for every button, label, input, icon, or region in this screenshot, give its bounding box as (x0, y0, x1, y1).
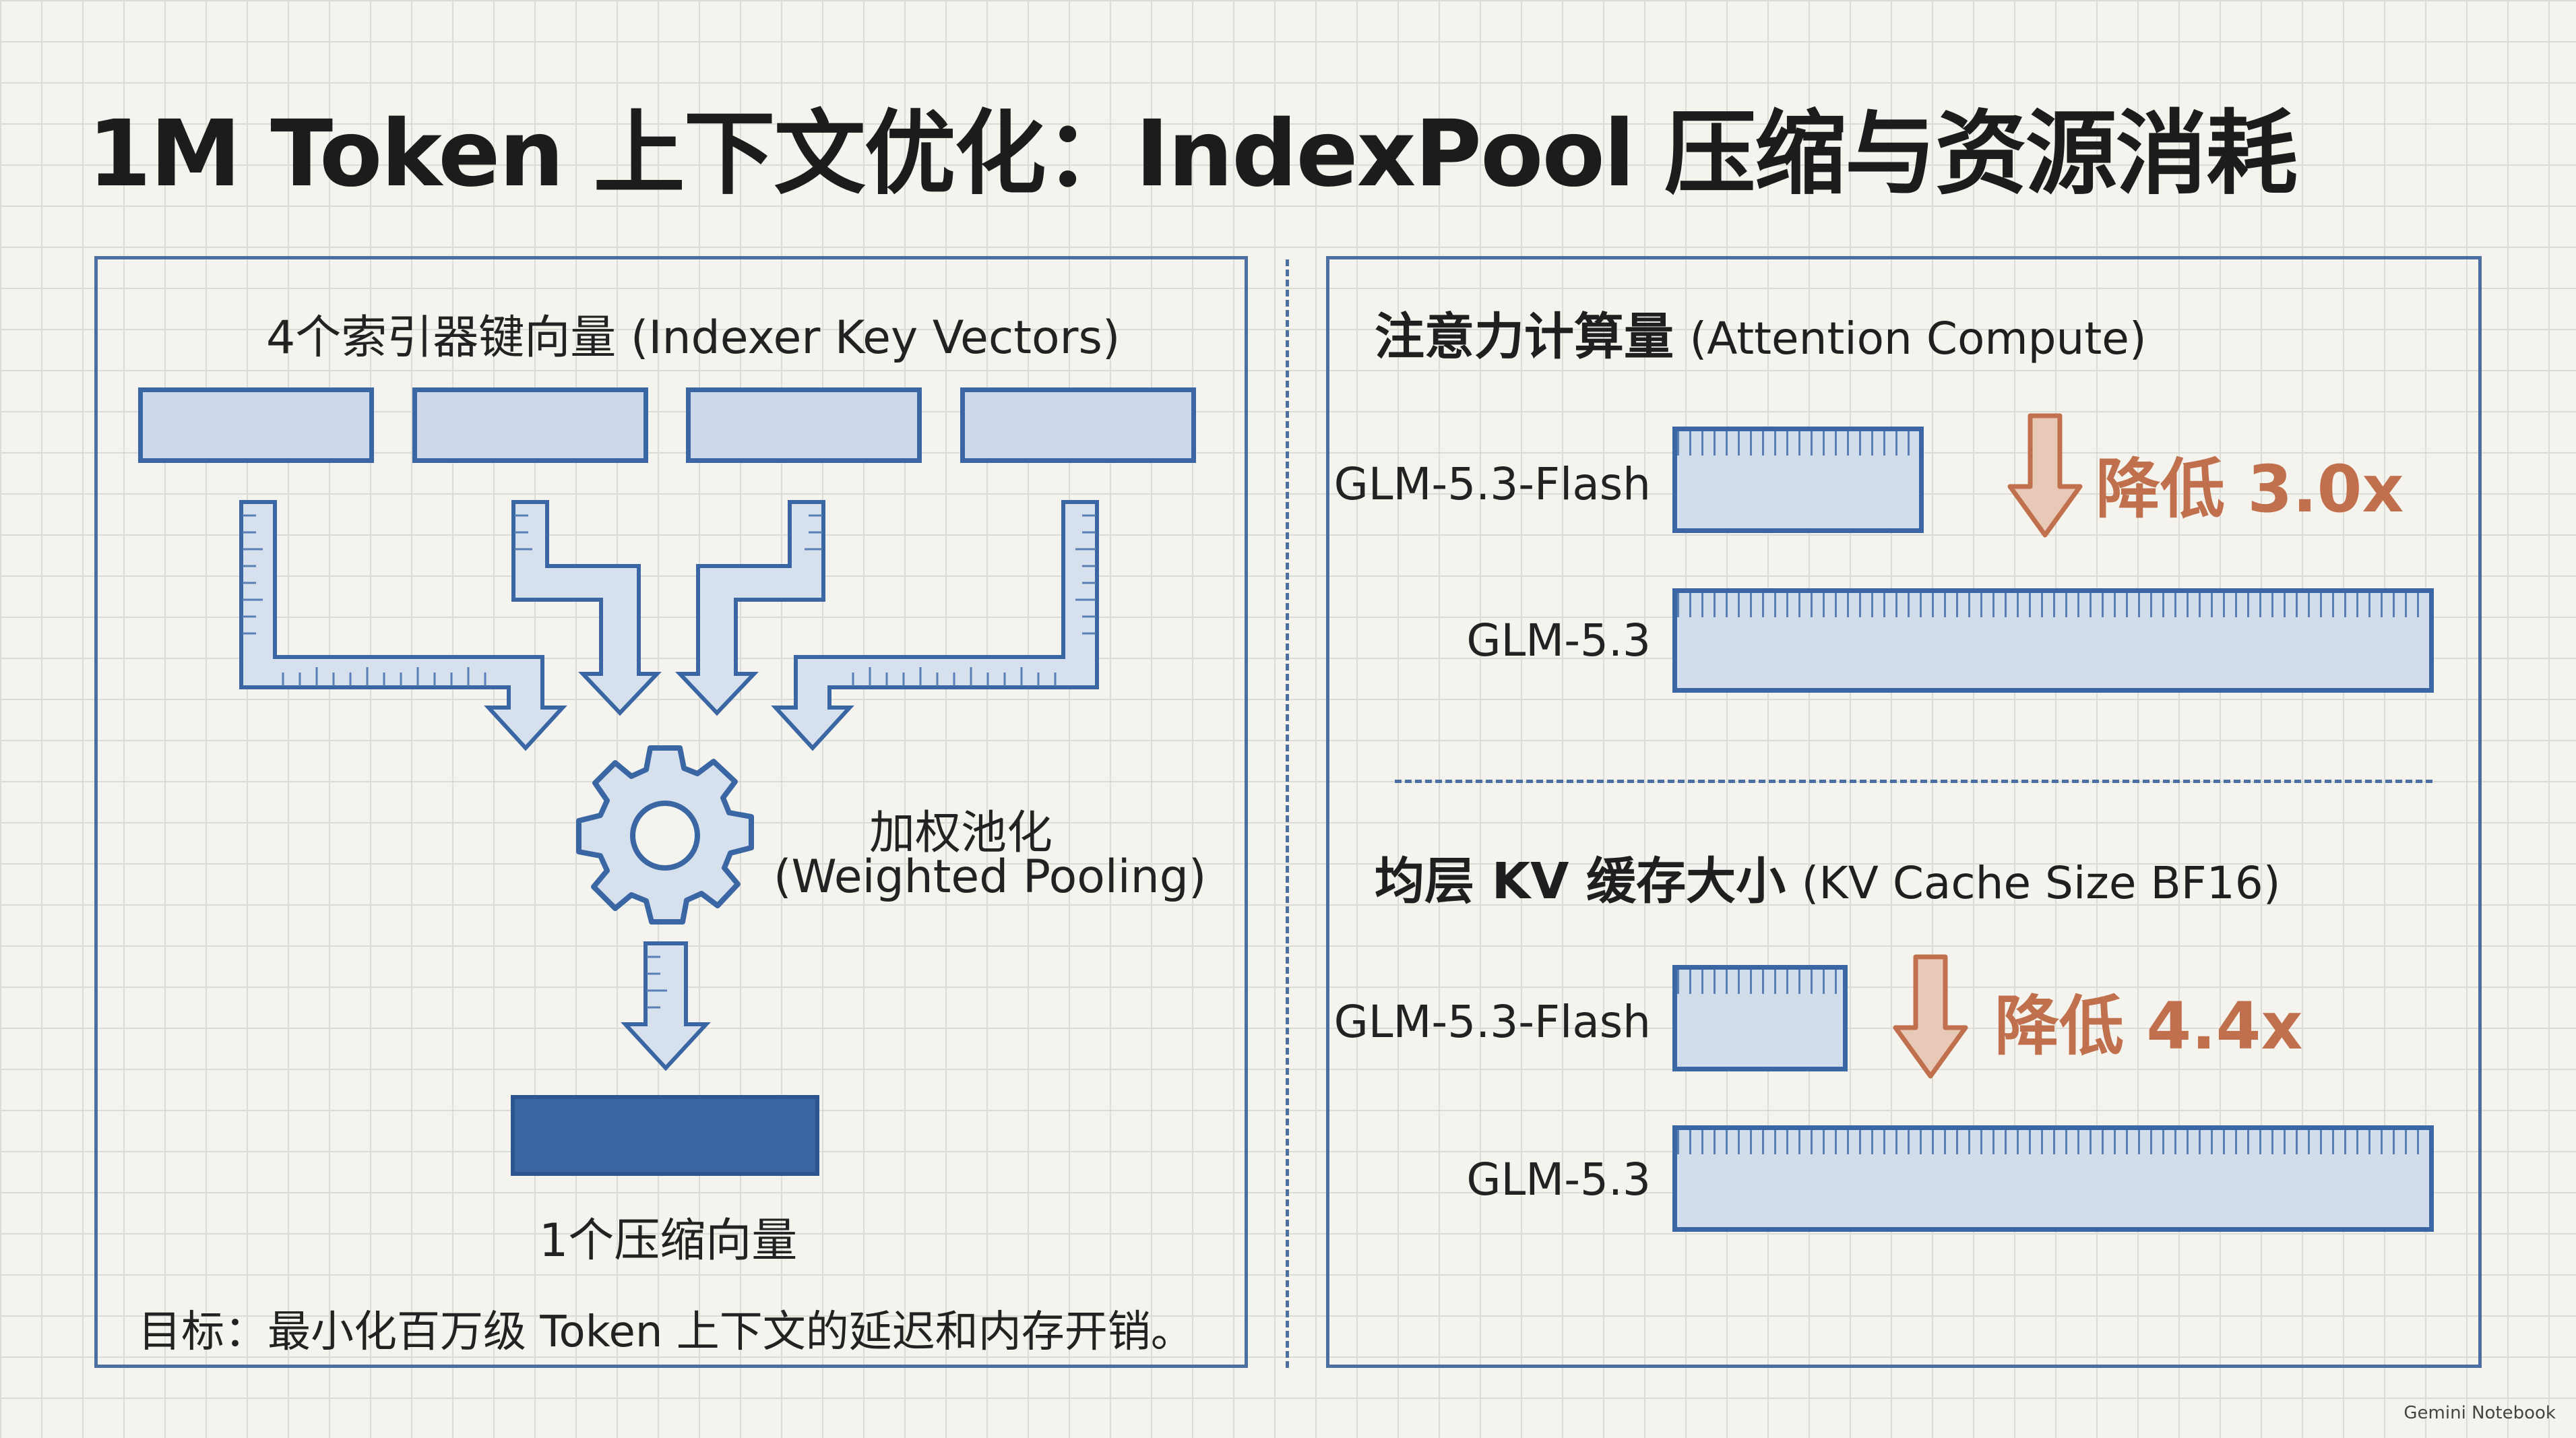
compute-bar-flash (1672, 427, 1924, 533)
key-vector-2 (412, 387, 648, 463)
kv-reduction: 降低 4.4x (1994, 989, 2303, 1064)
kv-down-arrow (1893, 954, 1968, 1079)
kv-row-1-label: GLM-5.3-Flash (1333, 996, 1651, 1048)
resource-panel (1326, 256, 2482, 1368)
goal-text: 目标：最小化百万级 Token 上下文的延迟和内存开销。 (138, 1307, 1194, 1357)
compute-row-2-label: GLM-5.3 (1466, 615, 1651, 666)
section-divider (1395, 780, 2432, 783)
kv-heading-en: (KV Cache Size BF16) (1801, 857, 2281, 909)
kv-row-2-label: GLM-5.3 (1466, 1154, 1651, 1206)
kv-bar-base (1672, 1125, 2434, 1232)
pooling-label-cn: 加权池化 (869, 807, 1053, 860)
key-vector-1 (138, 387, 374, 463)
kv-heading: 均层 KV 缓存大小 (KV Cache Size BF16) (1375, 841, 2281, 913)
key-vector-3 (686, 387, 922, 463)
compute-heading-en: (Attention Compute) (1689, 313, 2147, 365)
compute-reduction: 降低 3.0x (2096, 451, 2404, 527)
indexpool-panel (94, 256, 1248, 1368)
watermark: Gemini Notebook (2404, 1403, 2556, 1423)
key-vectors-heading: 4个索引器键向量 (Indexer Key Vectors) (266, 311, 1121, 365)
gear-icon (576, 745, 754, 925)
compute-heading: 注意力计算量 (Attention Compute) (1375, 296, 2147, 369)
compute-down-arrow (2007, 413, 2083, 538)
page-title: 1M Token 上下文优化：IndexPool 压缩与资源消耗 (88, 101, 2298, 208)
compute-heading-cn: 注意力计算量 (1375, 308, 1674, 366)
key-vector-4 (960, 387, 1196, 463)
compressed-vector-label: 1个压缩向量 (539, 1214, 798, 1268)
compressed-vector (511, 1095, 819, 1176)
kv-heading-cn: 均层 KV 缓存大小 (1375, 852, 1786, 910)
panel-divider (1286, 259, 1289, 1368)
pooling-label-en: (Weighted Pooling) (774, 850, 1207, 904)
compute-bar-base (1672, 588, 2434, 693)
compute-row-1-label: GLM-5.3-Flash (1333, 458, 1651, 510)
kv-bar-flash (1672, 965, 1848, 1071)
